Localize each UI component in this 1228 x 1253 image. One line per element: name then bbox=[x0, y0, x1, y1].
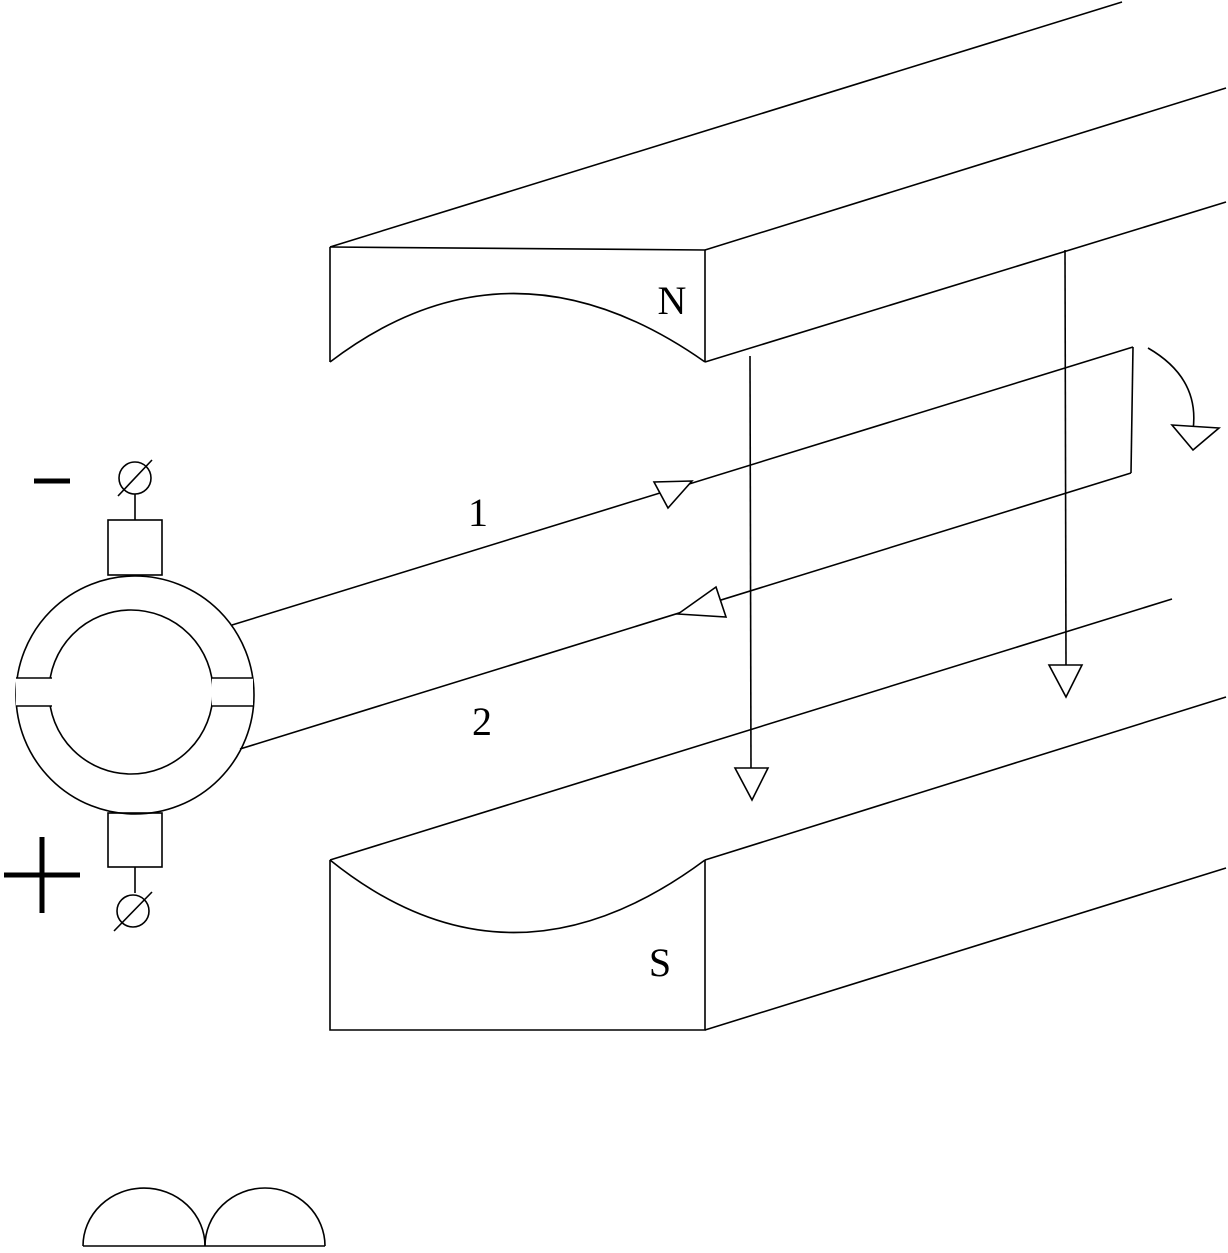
conductor-1-label: 1 bbox=[468, 490, 488, 535]
commutator bbox=[15, 575, 255, 815]
north-magnet: N bbox=[329, 1, 1227, 363]
conductor-2-label: 2 bbox=[472, 699, 492, 744]
commutator-gap-left bbox=[16, 677, 52, 707]
north-pole-label: N bbox=[658, 278, 687, 323]
negative-terminal bbox=[118, 461, 152, 495]
brush-bottom bbox=[107, 812, 163, 932]
positive-terminal bbox=[116, 894, 150, 928]
brush-top bbox=[107, 459, 163, 576]
bottom-arcs bbox=[82, 1187, 326, 1247]
positive-sign-mark bbox=[4, 837, 80, 913]
armature-coil: 1 2 bbox=[231, 346, 1134, 750]
magnetic-field-lines bbox=[733, 249, 1084, 802]
commutator-gap-right bbox=[212, 677, 253, 707]
rotation-arrow bbox=[1147, 347, 1222, 452]
south-pole-label: S bbox=[649, 940, 671, 985]
current-arrow-conductor-2 bbox=[675, 585, 728, 618]
south-magnet: S bbox=[329, 598, 1227, 1031]
current-arrow-conductor-1 bbox=[652, 480, 694, 510]
